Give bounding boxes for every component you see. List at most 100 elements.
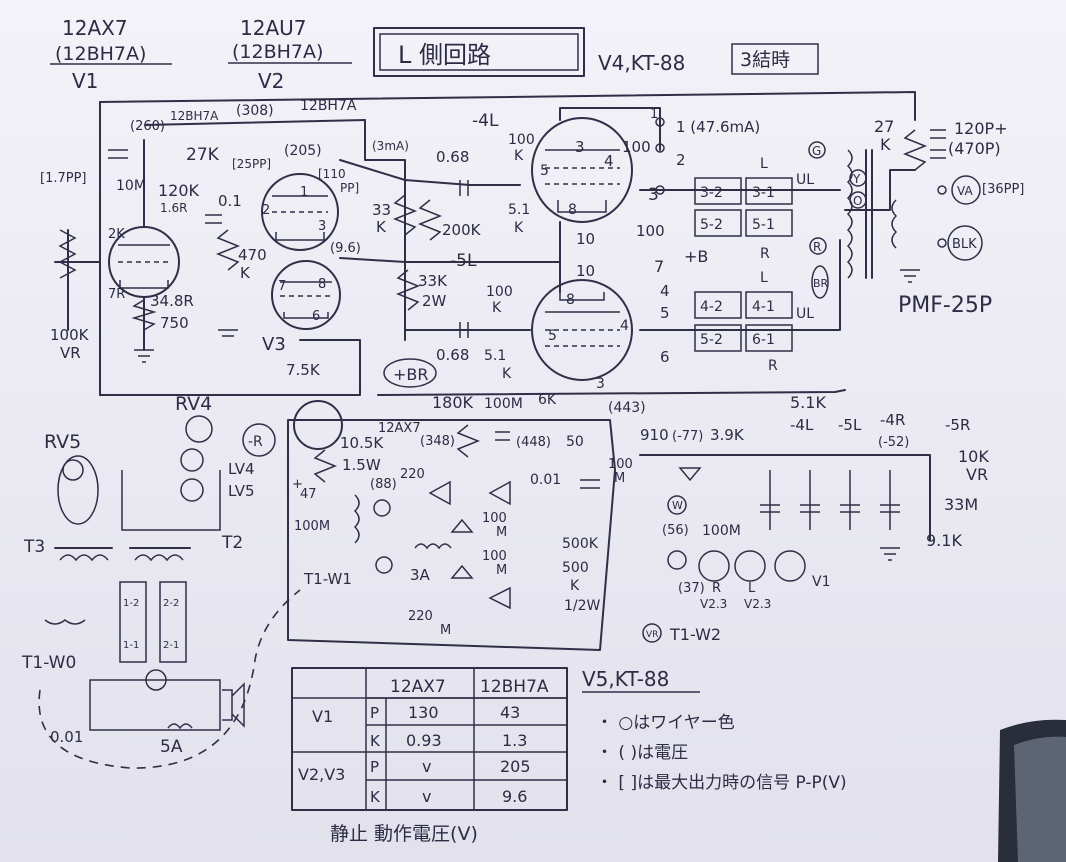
v1-sub-type: 12BH7A — [170, 109, 219, 123]
bias-caps — [760, 504, 900, 513]
table-cell-tube: V1 — [312, 707, 333, 726]
v5-pin3: 3 — [596, 376, 605, 392]
r51k-value: 5.1K — [790, 393, 826, 412]
lv4-lamp — [180, 448, 204, 472]
switch-label-5-1: 5-1 — [752, 217, 775, 233]
v5-cathode-resistor: 10 — [576, 262, 595, 280]
rv4-label: RV4 — [175, 393, 212, 415]
r200k-value: 200K — [442, 221, 482, 239]
table-cell-12ax7: v — [422, 787, 431, 806]
mains-loop — [89, 679, 221, 731]
v1-grid-cap — [108, 149, 128, 159]
c001-value: 0.01 — [530, 472, 561, 488]
input-signal-pp: [1.7PP] — [40, 171, 87, 186]
v2-v3-stage: (308) 12BH7A 27K [25PP] (205) [110 PP] (… — [186, 98, 409, 355]
corner-object-highlight — [1014, 736, 1066, 862]
rectifier-2-bottom: 2-1 — [163, 640, 179, 651]
v5-grid-stopper: 5.1 — [484, 348, 506, 364]
bplus-br-label: +BR — [393, 365, 429, 384]
coupling-cap-v4-value: 0.68 — [436, 148, 469, 166]
bias-4r: -4R — [880, 411, 905, 429]
ultralinear-bottom: UL — [796, 306, 814, 322]
v2-grid-resistor-unit: K — [240, 264, 251, 282]
wire-br-label: BR — [813, 277, 829, 290]
filter-cap — [580, 479, 600, 489]
mode-switches: 3-2 3-1 5-2 5-1 4-2 4-1 5-2 6-1 L R L R … — [694, 156, 814, 374]
rectifier-diode-4 — [450, 564, 474, 579]
switch-box-5-1 — [745, 209, 793, 237]
t1-w0-label: T1-W0 — [21, 653, 76, 673]
voltage-table: 12AX7 12BH7A V1 P 130 43 K 0.93 1.3 V2,V… — [291, 667, 568, 845]
c220u-value: 220 — [408, 609, 433, 624]
coupling-wire-mid — [339, 257, 561, 263]
nfb-resistor — [902, 129, 928, 171]
switch-box-3-1 — [745, 177, 793, 205]
circuit-title: L 側回路 — [398, 41, 491, 69]
rv5-tube — [57, 455, 99, 525]
v3-cathode-voltage: (9.6) — [330, 241, 361, 256]
v3-pin8: 8 — [318, 277, 326, 292]
v2-plate-v205: (205) — [284, 143, 322, 159]
v1-cathode-resistor-value: 750 — [160, 314, 189, 332]
switch-label-5-2-top: 5-2 — [700, 217, 723, 233]
sw-pos-2: 2 — [676, 151, 686, 169]
header: 12AX7 (12BH7A) V1 12AU7 (12BH7A) V2 L 側回… — [50, 16, 819, 93]
r910-value: 910 — [640, 426, 669, 444]
note-v5: V5,KT-88 — [582, 667, 669, 691]
output-tubes: 3 4 5 8 1 (47.6mA) 100 1 2 3 10 10 100 +… — [531, 107, 760, 392]
v5-pin4: 4 — [620, 318, 629, 334]
v4-grid-bias-resistor: 100 — [508, 132, 535, 148]
r33k-resistor — [392, 194, 418, 236]
v4-cathode-resistor: 10 — [576, 230, 595, 248]
v4-cathode-line — [557, 200, 607, 213]
table-cell-12ax7: 130 — [408, 703, 439, 722]
v2-pin2: 2 — [262, 203, 270, 218]
wire-color-va — [951, 175, 981, 205]
v2-feedback-resistor: 27K — [186, 145, 220, 165]
coupling-cap-v5-value: 0.68 — [436, 346, 469, 364]
c47-polarity: + — [292, 477, 303, 492]
v5-screen-wire — [639, 239, 841, 331]
t1-w1-label: T1-W1 — [303, 570, 352, 588]
v4-pin3: 3 — [575, 138, 585, 156]
switch-label-4-1: 4-1 — [752, 299, 775, 315]
sw-pos-1: 1 — [650, 107, 658, 122]
table-row: V2,V3 P v 205 — [298, 757, 531, 784]
r50-value: 50 — [566, 434, 584, 450]
v1-ground-symbol — [134, 349, 154, 363]
heater-lamp-3 — [774, 550, 806, 582]
c100m-cap — [495, 431, 510, 441]
r10k5-rating: 1.5W — [342, 456, 381, 474]
r500k-rating: 1/2W — [564, 598, 601, 614]
bplus-br-oval — [383, 358, 437, 388]
wire-color-w — [667, 495, 687, 515]
mains-plug — [222, 682, 245, 728]
sw-pos-6: 6 — [660, 348, 670, 366]
heater-v1: V1 — [812, 574, 830, 590]
wire-color-g — [808, 141, 826, 159]
sw-pos-3: 3 — [648, 185, 659, 205]
v3-label: V3 — [262, 334, 286, 355]
bplus-voltage: (443) — [608, 400, 646, 416]
speaker-terminal-hot — [937, 185, 947, 195]
c100m3-value: 100M — [294, 519, 330, 534]
ultralinear-top: UL — [796, 172, 814, 188]
r33k-2w-rating: 2W — [422, 292, 447, 310]
output-pp: [36PP] — [982, 182, 1024, 197]
r75k-value: 7.5K — [286, 361, 321, 379]
rectifier-diode-3 — [450, 518, 474, 533]
r10k5-value: 10.5K — [340, 434, 384, 452]
sw-pos-5: 5 — [660, 304, 670, 322]
table-row: K v 9.6 — [370, 787, 527, 806]
heater-lamp-1 — [698, 550, 730, 582]
wire-color-br — [811, 265, 829, 299]
wiring — [99, 91, 931, 651]
note-voltage: ・ ( )は電圧 — [596, 743, 688, 763]
v5-grid-stopper-unit: K — [502, 366, 512, 382]
rectifier-diode-1 — [428, 480, 451, 506]
v1-cathode-voltage: 34.8R — [150, 292, 194, 310]
fuse-5a-label: 5A — [160, 737, 183, 757]
switch-label-3-1: 3-1 — [752, 185, 775, 201]
